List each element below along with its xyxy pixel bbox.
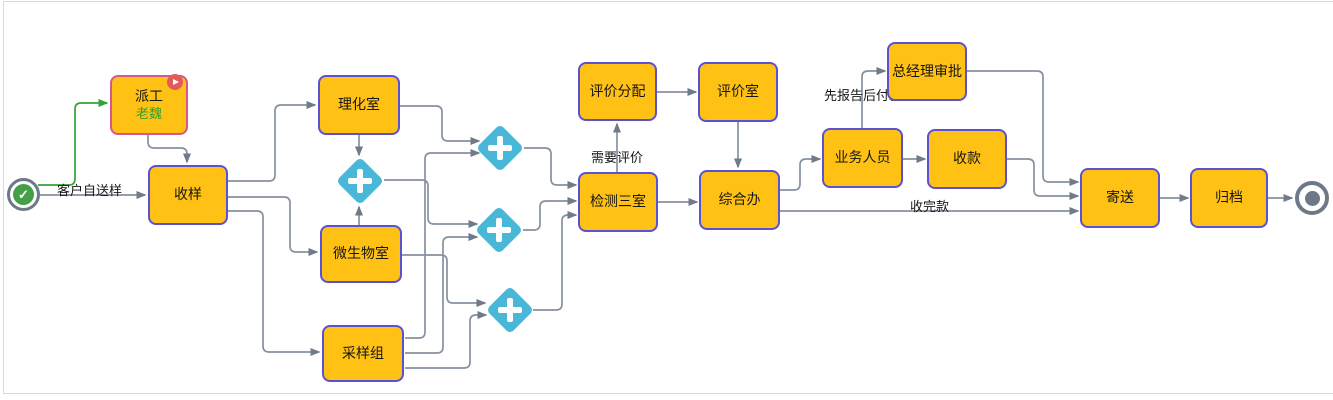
check-icon: ✓ <box>13 184 34 205</box>
flow-zongjinglishenpi-jisong <box>967 70 1080 186</box>
flow-caiyangzu-gateway3 <box>405 233 479 354</box>
parallel-gateway-2[interactable] <box>475 123 525 173</box>
parallel-gateway-1[interactable] <box>335 156 385 206</box>
task-label: 业务人员 <box>834 149 891 166</box>
task-label: 理化室 <box>338 96 380 113</box>
edge-label-need-evaluation: 需要评价 <box>591 150 644 165</box>
flow-shoukuan-jisong <box>1007 158 1080 200</box>
flow-caiyangzu-gateway2 <box>405 149 481 339</box>
flow-paigong-shouyang <box>147 135 191 164</box>
flow-yewurenyuan-zongjinglishenpi <box>861 67 887 128</box>
task-zongheban[interactable]: 综合办 <box>699 170 780 230</box>
task-label: 采样组 <box>342 344 384 361</box>
canvas-border <box>3 1 1333 394</box>
task-weishengwushi[interactable]: 微生物室 <box>320 225 402 283</box>
parallel-gateway-3[interactable] <box>474 205 524 255</box>
flow-start-paigong <box>38 99 109 186</box>
plus-icon <box>507 298 513 322</box>
task-label: 收款 <box>953 150 981 167</box>
task-label: 综合办 <box>718 191 761 208</box>
task-label: 总经理审批 <box>892 62 962 79</box>
edge-label-customer-self-delivery: 客户自送样 <box>57 183 123 198</box>
task-label: 检测三室 <box>590 193 646 210</box>
task-caiyangzu[interactable]: 采样组 <box>322 325 404 382</box>
task-pingjiafenpei[interactable]: 评价分配 <box>578 62 657 121</box>
flow-shouyang-lihuashi <box>228 101 317 182</box>
flow-weishengwushi-gateway4 <box>402 254 487 307</box>
flow-gateway2-jiancesanshi <box>524 147 578 189</box>
task-jisong[interactable]: 寄送 <box>1080 168 1160 228</box>
task-label: 派工 <box>135 87 163 104</box>
end-event[interactable] <box>1295 181 1329 215</box>
edge-label-report-before-payment: 先报告后付款 <box>824 88 903 103</box>
task-label: 归档 <box>1215 189 1243 206</box>
parallel-gateway-4[interactable] <box>485 285 535 335</box>
task-label: 评价分配 <box>589 82 646 99</box>
flow-shouyang-caiyangzu <box>228 210 321 356</box>
task-label: 寄送 <box>1106 189 1134 206</box>
flow-caiyangzu-gateway4 <box>405 311 488 369</box>
flow-lihuashi-gateway2 <box>400 105 481 145</box>
start-event[interactable]: ✓ <box>7 178 40 211</box>
task-yewurenyuan[interactable]: 业务人员 <box>822 128 903 188</box>
task-label: 微生物室 <box>333 245 389 262</box>
play-icon <box>167 74 183 90</box>
task-guidang[interactable]: 归档 <box>1190 168 1268 228</box>
plus-icon <box>496 218 502 242</box>
task-label: 收样 <box>174 186 202 203</box>
task-zongjinglishenpi[interactable]: 总经理审批 <box>887 42 967 101</box>
filled-circle-icon <box>1304 190 1320 206</box>
flow-gateway4-jiancesanshi <box>533 211 578 311</box>
task-shouyang[interactable]: 收样 <box>148 165 228 225</box>
flow-zongheban-yewurenyuan <box>780 155 822 191</box>
task-label: 评价室 <box>717 83 759 100</box>
task-jiancesanshi[interactable]: 检测三室 <box>578 172 658 232</box>
flow-gateway1-gateway3 <box>384 179 479 228</box>
task-lihuashi[interactable]: 理化室 <box>318 75 400 135</box>
flow-shouyang-weishengwushi <box>228 196 319 256</box>
edge-label-payment-collected: 收完款 <box>910 199 950 214</box>
plus-icon <box>357 169 363 193</box>
task-pingjiashi[interactable]: 评价室 <box>698 62 778 122</box>
task-shoukuan[interactable]: 收款 <box>927 129 1007 189</box>
plus-icon <box>497 136 503 160</box>
flow-gateway3-jiancesanshi <box>523 197 578 231</box>
task-paigong[interactable]: 派工 老魏 <box>110 74 188 135</box>
task-assignee: 老魏 <box>135 106 162 122</box>
